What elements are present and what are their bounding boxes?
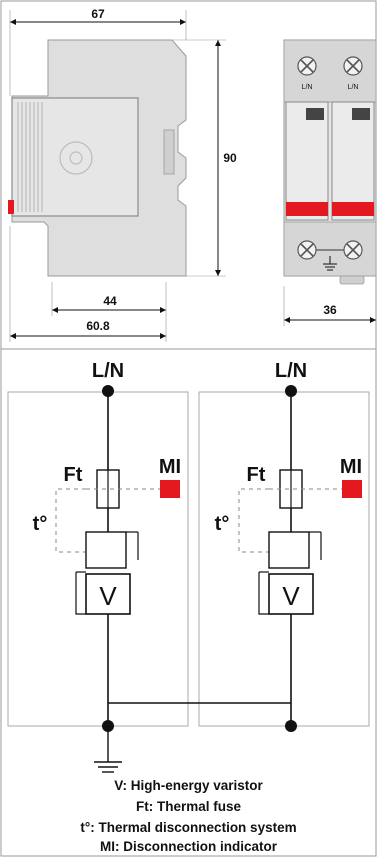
thermal-disconnector-left xyxy=(85,531,127,569)
window-left xyxy=(306,108,324,120)
input-label-left: L/N xyxy=(92,360,124,382)
thermal-label-right: t° xyxy=(215,513,230,535)
indicator-band-right xyxy=(332,202,374,216)
indicator-left xyxy=(160,480,180,498)
legend-line-thermal: t°: Thermal disconnection system xyxy=(80,820,297,835)
terminal-label-right: L/N xyxy=(348,84,359,91)
embossed-logo-icon xyxy=(59,141,93,175)
window-right xyxy=(352,108,370,120)
thermal-disconnector-right xyxy=(268,531,310,569)
module-right xyxy=(331,101,375,221)
indicator-label-right: MI xyxy=(340,456,362,478)
module-left xyxy=(285,101,329,221)
legend-line-fuse: Ft: Thermal fuse xyxy=(135,799,241,814)
varistor-left xyxy=(85,573,131,615)
legend-line-indicator: MI: Disconnection indicator xyxy=(99,839,277,854)
wiring-schematic: L/N L/N Ft MI t° V Ft MI xyxy=(7,360,370,773)
fuse-label-left: Ft xyxy=(64,464,83,486)
red-indicator-tab xyxy=(8,200,14,214)
dim-depth-total: 60.8 xyxy=(86,319,110,333)
dim-height-right: 90 xyxy=(223,151,237,165)
bottom-screw-icon xyxy=(297,240,363,260)
varistor-label-left: V xyxy=(99,581,117,611)
indicator-label-left: MI xyxy=(159,456,181,478)
din-clip xyxy=(163,129,175,175)
earth-symbol-icon xyxy=(323,256,337,271)
front-view-drawing: L/N L/N 36 xyxy=(283,39,377,326)
schematic-module-right xyxy=(198,391,370,727)
indicator-band-left xyxy=(286,202,328,216)
module-front xyxy=(11,97,139,217)
dim-width-top: 67 xyxy=(91,7,105,21)
dim-depth-front: 44 xyxy=(103,294,117,308)
indicator-right xyxy=(342,480,362,498)
node-bottom-right xyxy=(285,720,297,732)
schematic-module-left xyxy=(7,391,189,727)
legend-line-varistor: V: High-energy varistor xyxy=(114,778,263,793)
input-label-right: L/N xyxy=(275,360,307,382)
fuse-label-right: Ft xyxy=(247,464,266,486)
varistor-label-right: V xyxy=(282,581,300,611)
ground-symbol-icon xyxy=(94,726,122,773)
terminal-label-left: L/N xyxy=(302,84,313,91)
terminal-screw-icon xyxy=(297,56,363,76)
side-view-drawing: 67 90 44 xyxy=(8,7,237,342)
dim-width-side: 36 xyxy=(323,303,337,317)
thermal-label-left: t° xyxy=(33,513,48,535)
